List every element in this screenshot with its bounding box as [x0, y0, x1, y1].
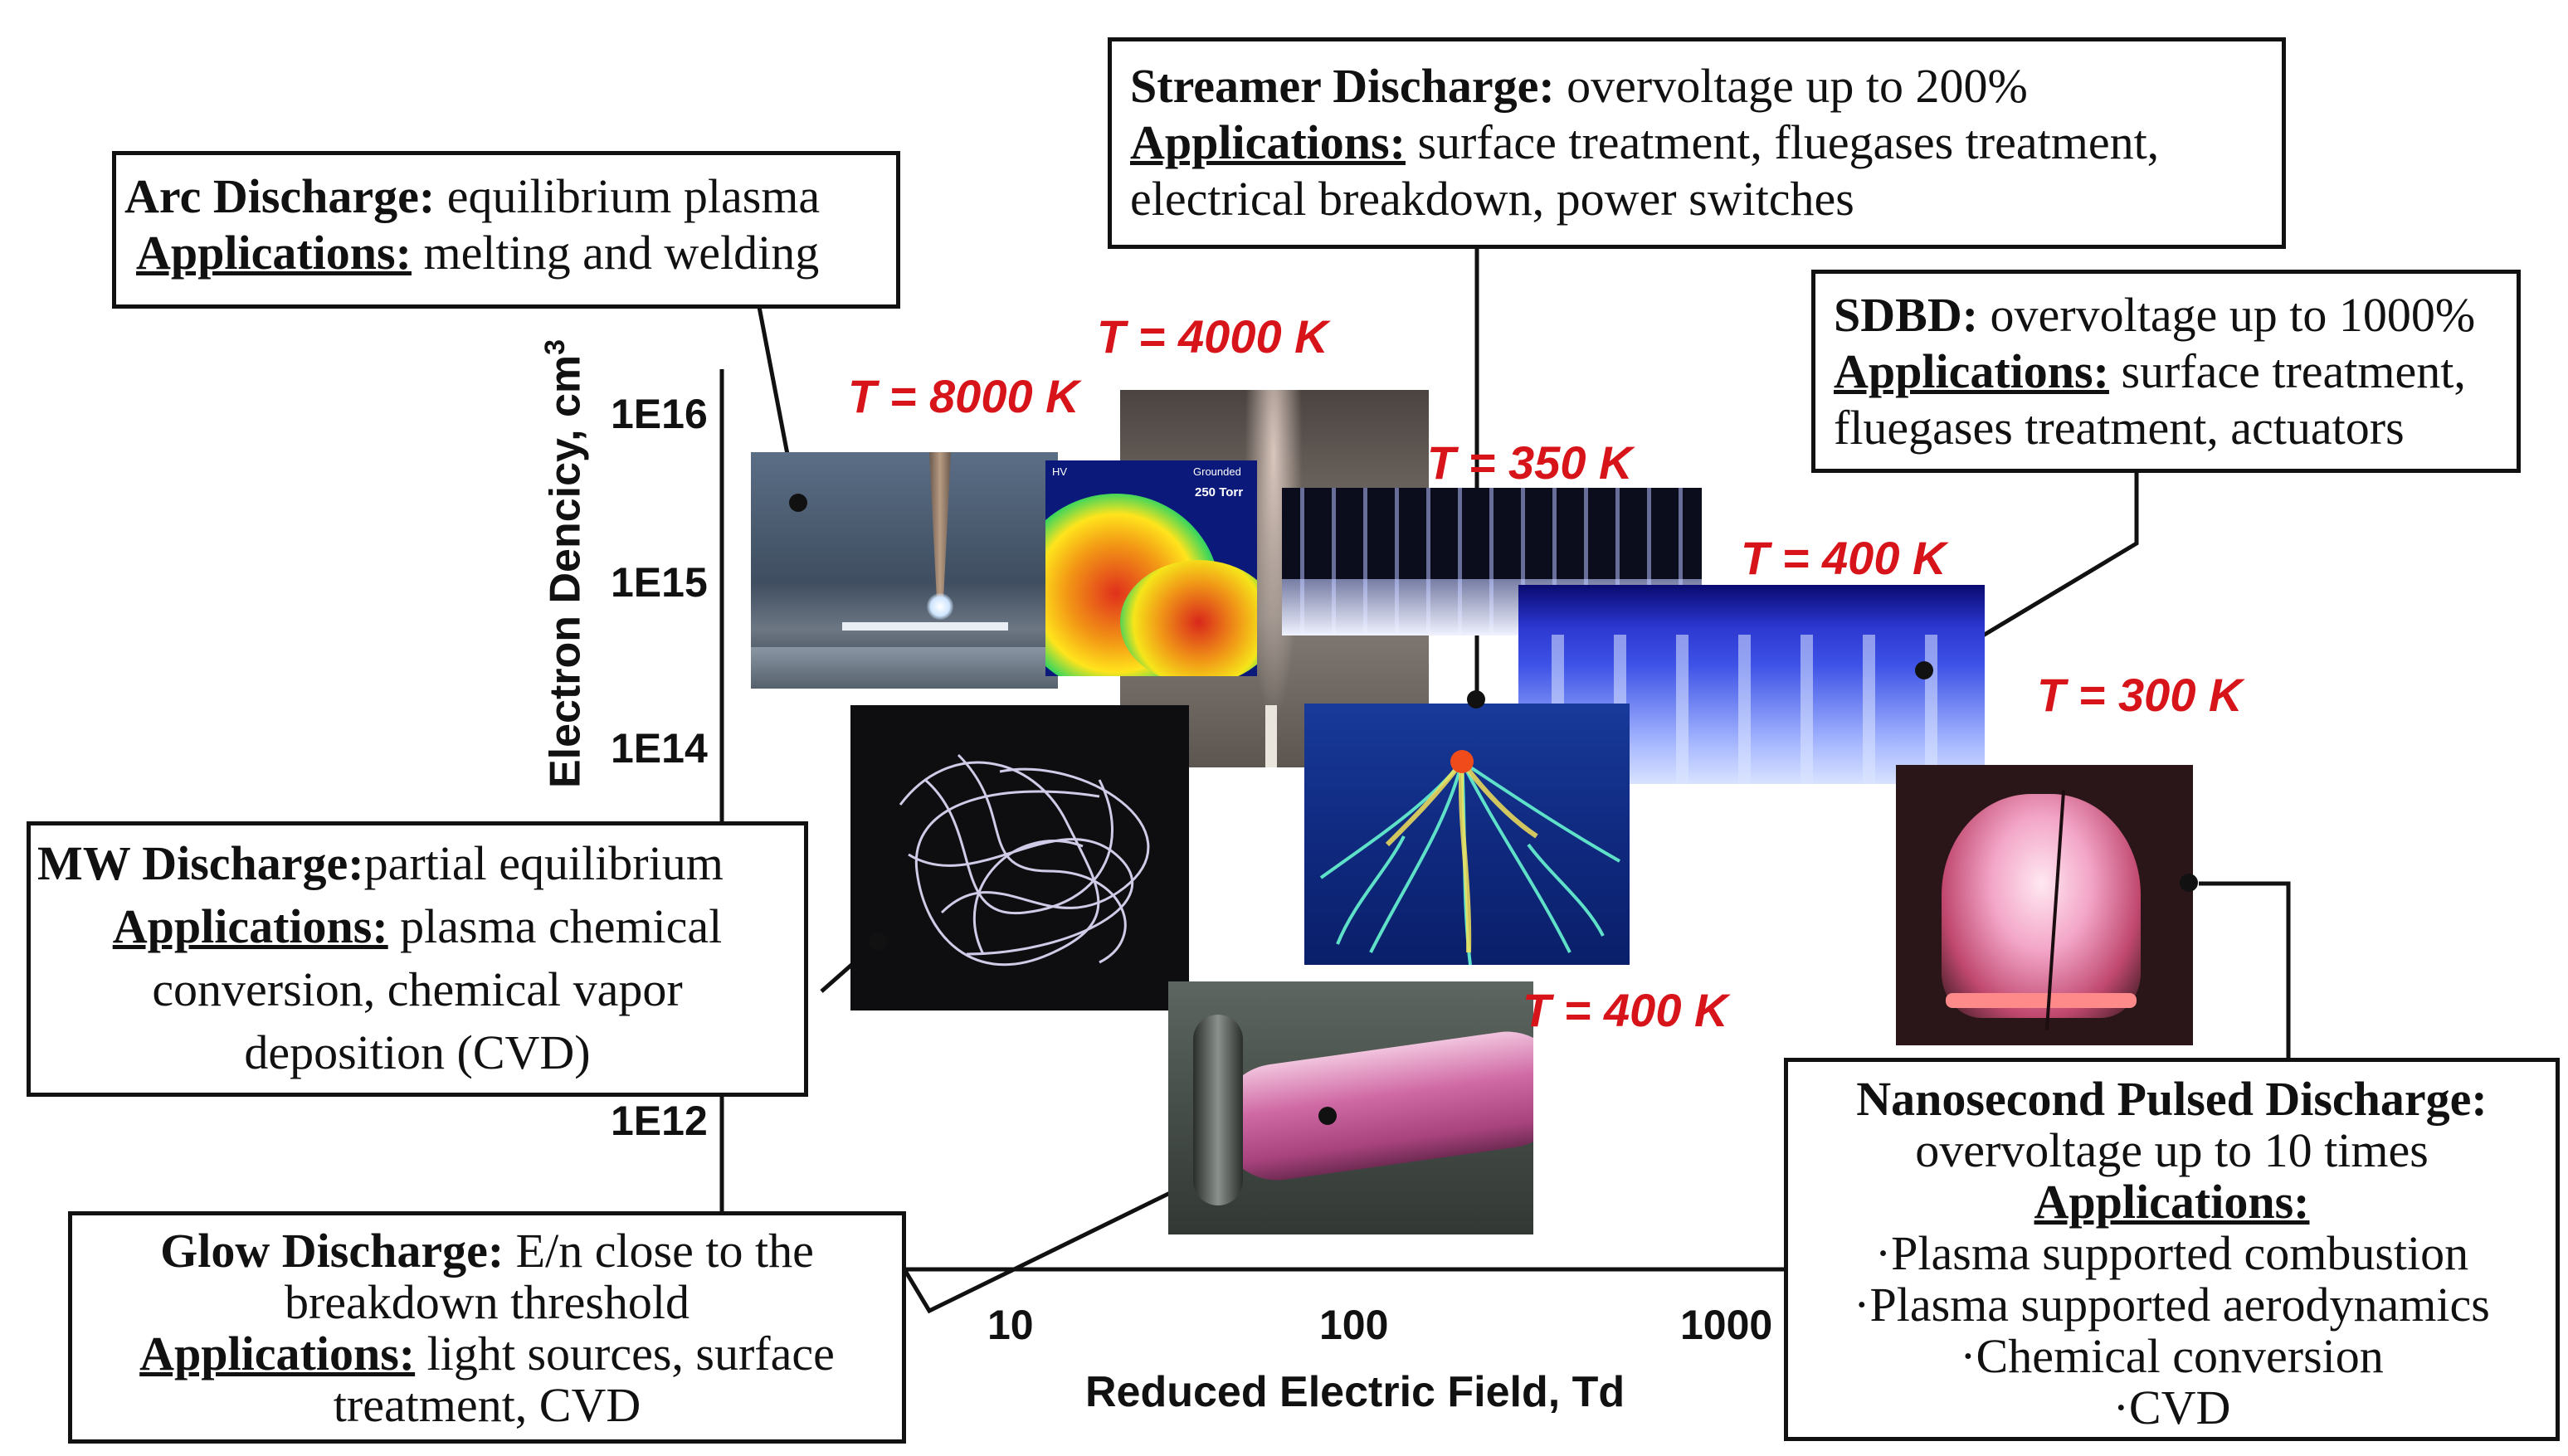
arc-welding-photo: [751, 452, 1058, 689]
nanosecond-discharge-box: Nanosecond Pulsed Discharge: overvoltage…: [1784, 1058, 2560, 1441]
y-tick-1e12: 1E12: [611, 1098, 708, 1144]
mw-app-text: plasma chemical: [387, 899, 723, 953]
streamer-tree-photo: [1304, 704, 1630, 965]
x-axis-title: Reduced Electric Field, Td: [1085, 1368, 1625, 1416]
nanosecond-desc: overvoltage up to 10 times: [1915, 1123, 2429, 1177]
temp-arc: T = 8000 K: [848, 370, 1079, 422]
streamer-marker-dot: [1467, 690, 1485, 709]
temp-sdbd: T = 400 K: [1741, 532, 1947, 584]
streamer-discharge-box: Streamer Discharge: overvoltage up to 20…: [1108, 37, 2286, 249]
temp-torch: T = 4000 K: [1097, 310, 1328, 363]
sdbd-desc: overvoltage up to 1000%: [1978, 288, 2476, 342]
temp-nanosecond: T = 300 K: [2037, 669, 2243, 721]
heatmap-label-hv: HV: [1052, 465, 1068, 478]
arc-app-label: Applications:: [136, 226, 412, 280]
mw-desc: partial equilibrium: [363, 836, 724, 890]
y-tick-1e16: 1E16: [611, 391, 708, 437]
nanosecond-chamber-photo: [1896, 765, 2193, 1045]
nanosecond-name: Nanosecond Pulsed Discharge:: [1856, 1072, 2488, 1126]
streamer-app-text: surface treatment, fluegases treatment,: [1405, 115, 2160, 169]
nanosecond-marker-dot: [2180, 874, 2198, 892]
y-axis-title: Electron Dencicy, cm3: [539, 338, 590, 788]
heatmap-label-pressure: 250 Torr: [1195, 485, 1244, 499]
arc-desc: equilibrium plasma: [435, 169, 821, 223]
streamer-name: Streamer Discharge:: [1130, 59, 1555, 113]
sdbd-app-text2: fluegases treatment, actuators: [1834, 401, 2405, 455]
y-tick-1e14: 1E14: [611, 725, 708, 772]
sdbd-name: SDBD:: [1834, 288, 1979, 342]
streamer-desc: overvoltage up to 200%: [1554, 59, 2028, 113]
nanosecond-item: ·CVD: [2112, 1381, 2231, 1434]
glow-app-text2: treatment, CVD: [333, 1378, 641, 1432]
mw-filament-photo: [850, 705, 1189, 1010]
glow-app-text: light sources, surface: [415, 1327, 835, 1381]
heatmap-label-grounded: Grounded: [1193, 465, 1241, 478]
glow-app-label: Applications:: [139, 1327, 416, 1381]
sdbd-app-text: surface treatment,: [2108, 344, 2466, 398]
glow-discharge-box: Glow Discharge: E/n close to the breakdo…: [68, 1211, 906, 1444]
streamer-app-label: Applications:: [1130, 115, 1406, 169]
mw-app-text3: deposition (CVD): [244, 1025, 591, 1079]
arc-name: Arc Discharge:: [124, 169, 436, 223]
heatmap-photo: HV Grounded 250 Torr: [1045, 460, 1257, 676]
mw-marker-dot: [869, 933, 887, 951]
nanosecond-item: ·Plasma supported aerodynamics: [1854, 1278, 2490, 1332]
nanosecond-item: ·Chemical conversion: [1960, 1329, 2384, 1383]
x-tick-1000: 1000: [1680, 1302, 1773, 1348]
mw-app-text2: conversion, chemical vapor: [152, 962, 683, 1016]
nanosecond-item: ·Plasma supported combustion: [1874, 1226, 2469, 1280]
mw-app-label: Applications:: [112, 899, 388, 953]
glow-desc: E/n close to the: [504, 1224, 814, 1278]
mw-discharge-box: MW Discharge:partial equilibrium Applica…: [27, 821, 808, 1097]
glow-tube-photo: [1168, 981, 1533, 1234]
glow-marker-dot: [1318, 1107, 1337, 1125]
sdbd-marker-dot: [1915, 661, 1933, 679]
streamer-app-text2: electrical breakdown, power switches: [1130, 172, 1854, 226]
x-tick-100: 100: [1319, 1302, 1389, 1348]
arc-marker-dot: [789, 494, 807, 512]
arc-app-text: melting and welding: [411, 226, 820, 280]
glow-desc2: breakdown threshold: [284, 1275, 690, 1329]
temp-streamer: T = 350 K: [1427, 436, 1633, 489]
y-tick-1e15: 1E15: [611, 559, 708, 606]
sdbd-box: SDBD: overvoltage up to 1000% Applicatio…: [1811, 270, 2521, 473]
temp-glow: T = 400 K: [1523, 984, 1728, 1036]
nanosecond-app-label: Applications:: [2034, 1175, 2310, 1229]
arc-discharge-box: Arc Discharge: equilibrium plasma Applic…: [112, 151, 900, 309]
sdbd-app-label: Applications:: [1834, 344, 2109, 398]
mw-name: MW Discharge:: [37, 836, 364, 890]
glow-name: Glow Discharge:: [160, 1224, 504, 1278]
x-tick-10: 10: [987, 1302, 1034, 1348]
sdbd-photo: [1518, 585, 1985, 784]
